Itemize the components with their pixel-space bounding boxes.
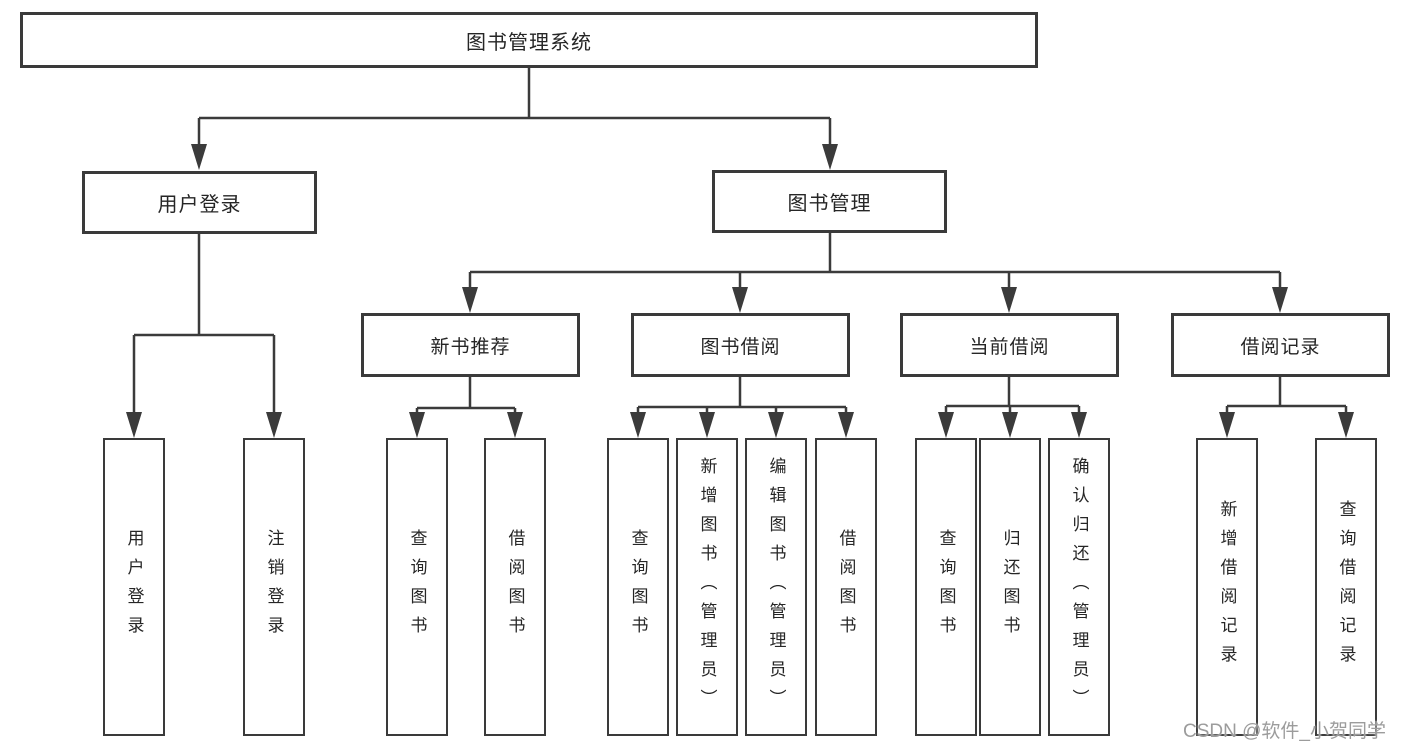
connector-current-to-leaves	[938, 377, 1087, 438]
leaf-edit-books-admin: 编辑图书（管理员）	[745, 438, 807, 736]
leaf-label: 查询借阅记录	[1336, 500, 1356, 674]
leaf-label: 新增借阅记录	[1217, 500, 1237, 674]
leaf-label: 归还图书	[1000, 529, 1020, 645]
node-label: 图书借阅	[700, 336, 781, 358]
node-book-management: 图书管理	[712, 170, 947, 233]
connector-newbook-to-leaves	[409, 377, 523, 438]
node-new-book-recommend: 新书推荐	[361, 313, 580, 377]
node-borrowing-records: 借阅记录	[1171, 313, 1390, 377]
node-book-borrowing: 图书借阅	[631, 313, 850, 377]
node-label: 借阅记录	[1240, 336, 1321, 358]
node-user-login: 用户登录	[82, 171, 317, 234]
leaf-label: 借阅图书	[836, 529, 856, 645]
leaf-borrow-books: 借阅图书	[815, 438, 877, 736]
node-label: 用户登录	[157, 194, 242, 216]
connector-userlogin-to-leaves	[126, 234, 282, 438]
node-current-borrowing: 当前借阅	[900, 313, 1119, 377]
connector-root-to-level2	[191, 68, 838, 170]
leaf-label: 查询图书	[628, 529, 648, 645]
connector-records-to-leaves	[1219, 377, 1354, 438]
node-label: 图书管理	[787, 193, 872, 215]
leaf-query-books-borrow: 查询图书	[607, 438, 669, 736]
leaf-user-login: 用户登录	[103, 438, 165, 736]
leaf-label: 借阅图书	[505, 529, 525, 645]
leaf-label: 确认归还（管理员）	[1069, 456, 1089, 718]
csdn-watermark: CSDN @软件_小贺同学	[1183, 721, 1386, 742]
leaf-query-books-recommend: 查询图书	[386, 438, 448, 736]
node-label: 当前借阅	[969, 336, 1050, 358]
leaf-add-books-admin: 新增图书（管理员）	[676, 438, 738, 736]
node-label: 图书管理系统	[466, 31, 592, 54]
leaf-logout: 注销登录	[243, 438, 305, 736]
leaf-label: 注销登录	[264, 529, 284, 645]
leaf-query-borrow-record: 查询借阅记录	[1315, 438, 1377, 736]
leaf-label: 用户登录	[124, 529, 144, 645]
leaf-borrow-books-recommend: 借阅图书	[484, 438, 546, 736]
leaf-return-books: 归还图书	[979, 438, 1041, 736]
leaf-confirm-return-admin: 确认归还（管理员）	[1048, 438, 1110, 736]
connector-borrow-to-leaves	[630, 377, 854, 438]
leaf-add-borrow-record: 新增借阅记录	[1196, 438, 1258, 736]
node-label: 新书推荐	[430, 336, 511, 358]
leaf-label: 查询图书	[936, 529, 956, 645]
leaf-label: 编辑图书（管理员）	[766, 456, 786, 718]
leaf-query-books-current: 查询图书	[915, 438, 977, 736]
leaf-label: 查询图书	[407, 529, 427, 645]
leaf-label: 新增图书（管理员）	[697, 456, 717, 718]
node-library-system: 图书管理系统	[20, 12, 1038, 68]
connector-bookmgmt-to-level3	[462, 233, 1288, 313]
